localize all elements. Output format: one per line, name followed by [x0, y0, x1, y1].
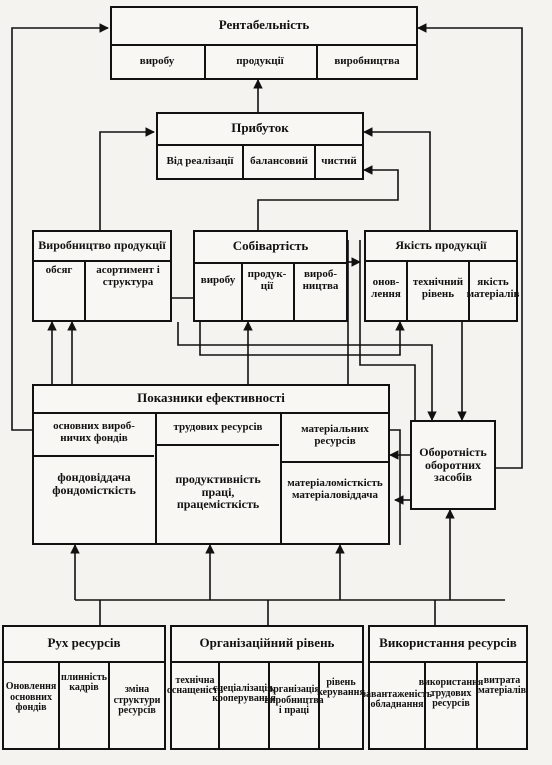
- quality-item-renewal: онов-лення: [371, 276, 401, 300]
- efficiency-fixed-body: фондовіддача фондомісткість: [52, 470, 136, 497]
- connector-cost-profit: [257, 165, 399, 230]
- profitability-box: Рентабельність виробу продукції виробниц…: [110, 6, 418, 80]
- efficiency-material-head: матеріальних ресурсів: [301, 423, 369, 447]
- profitability-item-manufacturing: виробництва: [334, 54, 400, 67]
- production-box: Виробництво продукції обсяг асортимент і…: [32, 230, 172, 322]
- quality-title: Якість продукції: [395, 237, 487, 252]
- profit-item-sales: Від реалізації: [166, 154, 234, 167]
- profitability-title: Рентабельність: [218, 17, 310, 33]
- cost-item-product: виробу: [200, 274, 236, 287]
- quality-box: Якість продукції онов-лення технічний рі…: [364, 230, 520, 322]
- quality-item-technical: технічний рівень: [412, 276, 464, 300]
- cost-item-production: продук-ції: [247, 268, 287, 292]
- resource-movement-item-structure: зміна структури ресурсів: [113, 684, 161, 717]
- organization-level-item-organization: організація виробництва і праці: [264, 684, 324, 717]
- resource-movement-item-renewal: Оновлення основних фондів: [5, 681, 57, 714]
- resource-movement-title: Рух ресурсів: [47, 635, 121, 651]
- organization-level-box: Організаційний рівень технічна оснащеніс…: [166, 625, 365, 750]
- resource-usage-item-equipment-load: завантаженість обладнання: [362, 688, 432, 710]
- organization-level-item-specialization: спеціалізація, кооперування: [212, 682, 276, 704]
- connector-right-outer: [417, 23, 523, 469]
- resource-movement-box: Рух ресурсів Оновлення основних фондів п…: [2, 625, 166, 750]
- profit-box: Прибуток Від реалізації балансовий чисти…: [156, 112, 364, 180]
- efficiency-fixed-head: основних вироб-ничих фондів: [53, 420, 135, 444]
- production-title: Виробництво продукції: [38, 237, 166, 252]
- organization-level-item-equipment: технічна оснащеність: [166, 674, 224, 696]
- resource-usage-title: Використання ресурсів: [379, 635, 517, 651]
- efficiency-material-body: матеріаломісткість матеріаловіддача: [287, 477, 383, 501]
- resource-usage-item-materials: витрата матеріалів: [477, 674, 527, 696]
- turnover-box: Оборотність оборотних засобів: [410, 420, 496, 510]
- cost-title: Собівартість: [232, 238, 309, 254]
- profit-item-net: чистий: [321, 154, 357, 167]
- cost-item-manufacturing: вироб-ництва: [302, 268, 339, 292]
- organization-level-item-management: рівень керування: [317, 676, 365, 698]
- profitability-item-product: виробу: [139, 54, 175, 67]
- connector-prod-quality: [172, 297, 405, 356]
- resource-usage-item-labor: використання трудових ресурсів: [418, 677, 484, 710]
- production-item-assortment: асортимент і структура: [96, 264, 160, 288]
- profitability-item-production: продукції: [236, 54, 284, 67]
- turnover-title: Оборотність оборотних засобів: [419, 445, 487, 485]
- profit-item-balance: балансовий: [250, 154, 308, 167]
- profit-title: Прибуток: [231, 120, 289, 136]
- connector-turnover-eff: [177, 322, 437, 421]
- efficiency-title: Показники ефективності: [137, 390, 285, 406]
- resource-usage-box: Використання ресурсів завантаженість обл…: [362, 625, 528, 750]
- quality-item-materials: якість матеріалів: [466, 276, 520, 300]
- connector-left-outer: [11, 23, 109, 431]
- connector-quality-profit: [363, 127, 431, 230]
- resource-movement-item-turnover: плинність кадрів: [60, 671, 108, 693]
- efficiency-labor-head: трудових ресурсів: [173, 421, 263, 434]
- efficiency-box: Показники ефективності основних вироб-ни…: [32, 384, 390, 545]
- production-item-volume: обсяг: [45, 264, 73, 276]
- efficiency-labor-body: продуктивність праці, працемісткість: [175, 472, 261, 512]
- organization-level-title: Організаційний рівень: [199, 635, 335, 651]
- connector-production-profit: [99, 127, 155, 230]
- cost-box: Собівартість виробу продук-ції вироб-ниц…: [193, 230, 348, 322]
